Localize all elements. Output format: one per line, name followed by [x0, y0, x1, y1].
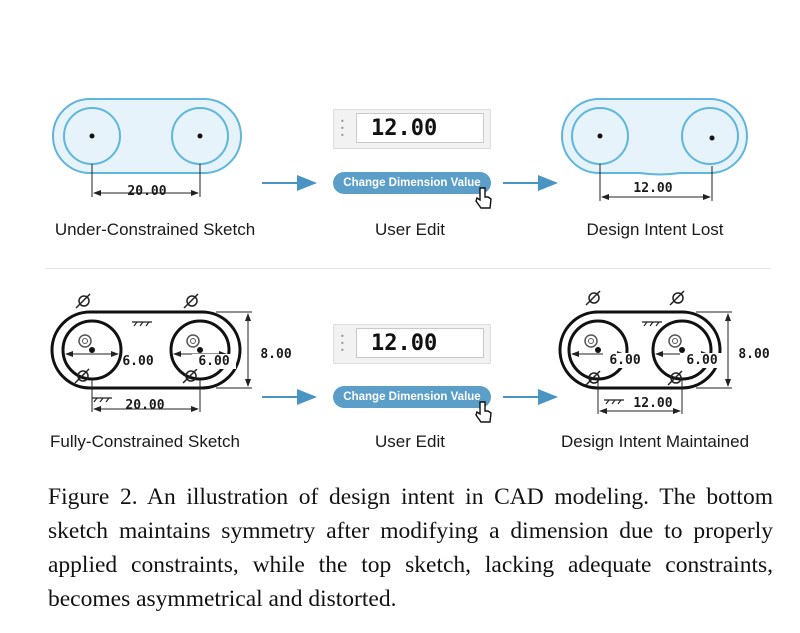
dimension-value-field[interactable]: 12.00: [356, 328, 484, 358]
hand-cursor-icon: [475, 187, 492, 209]
dimension-value-field[interactable]: 12.00: [356, 113, 484, 143]
width-dimension: 12.00: [633, 181, 673, 196]
fully-constrained-label: Fully-Constrained Sketch: [50, 432, 240, 451]
user-edit-label: User Edit: [375, 432, 445, 451]
design-intent-maintained-sketch: [558, 290, 732, 414]
hole-dimension: 6.00: [122, 354, 154, 369]
under-constrained-sketch: [52, 98, 242, 197]
under-constrained-label: Under-Constrained Sketch: [54, 220, 256, 239]
hole-dimension: 6.00: [680, 353, 724, 368]
user-edit-label: User Edit: [375, 220, 445, 239]
design-intent-lost-label: Design Intent Lost: [586, 220, 724, 239]
dimension-input-box: ••• 12.00: [333, 324, 491, 364]
change-dimension-button[interactable]: Change Dimension Value: [333, 386, 491, 408]
design-intent-maintained-label: Design Intent Maintained: [560, 432, 750, 451]
drag-handle-icon[interactable]: •••: [340, 117, 345, 140]
width-dimension: 12.00: [633, 396, 673, 411]
height-dimension: 8.00: [260, 347, 292, 362]
width-dimension: 20.00: [127, 184, 167, 199]
height-dimension: 8.00: [738, 347, 770, 362]
figure-caption: Figure 2. An illustration of design inte…: [48, 484, 773, 612]
row-divider: [45, 268, 770, 269]
hole-dimension: 6.00: [192, 354, 236, 369]
change-dimension-button[interactable]: Change Dimension Value: [333, 172, 491, 194]
width-dimension: 20.00: [125, 398, 165, 413]
hole-dimension: 6.00: [603, 353, 647, 368]
drag-handle-icon[interactable]: •••: [340, 332, 345, 355]
hand-cursor-icon: [475, 401, 492, 423]
dimension-input-box: ••• 12.00: [333, 109, 491, 149]
design-intent-lost-sketch: [561, 98, 748, 201]
fully-constrained-sketch: [50, 293, 252, 412]
